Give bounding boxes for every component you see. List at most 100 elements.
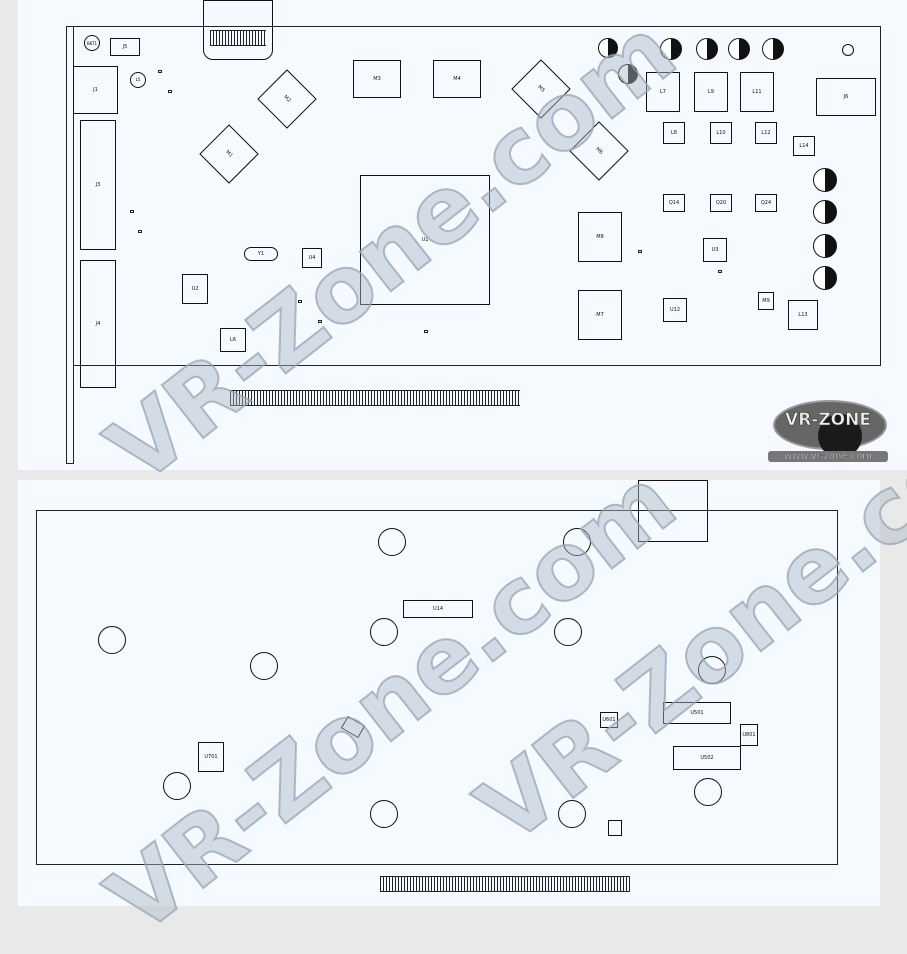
smd-part bbox=[130, 210, 134, 213]
label: Y1 bbox=[257, 251, 265, 257]
mounting-hole bbox=[694, 778, 722, 806]
memory-m3: M3 bbox=[353, 60, 401, 98]
chip-u501: U501 bbox=[663, 702, 731, 724]
label: M1 bbox=[224, 149, 234, 159]
label: J1 bbox=[93, 87, 98, 93]
label: J5 bbox=[122, 44, 128, 50]
label: L8 bbox=[671, 130, 677, 136]
chip-u801: U801 bbox=[740, 724, 758, 746]
mosfet-l10: L10 bbox=[710, 122, 732, 144]
label: J3 bbox=[95, 182, 101, 188]
label: L11 bbox=[752, 89, 762, 95]
smd-part bbox=[138, 230, 142, 233]
label: M4 bbox=[453, 76, 461, 82]
smd-part bbox=[158, 70, 162, 73]
transistor-q20: Q20 bbox=[710, 194, 732, 212]
capacitor bbox=[813, 234, 837, 258]
label: U701 bbox=[204, 754, 218, 760]
label: M5 bbox=[536, 84, 546, 94]
smd-part bbox=[638, 250, 642, 253]
label: L13 bbox=[798, 312, 808, 318]
label: U801 bbox=[742, 732, 756, 738]
pcb-outline-bottom bbox=[36, 510, 838, 865]
logo-name: VR-ZONE bbox=[785, 410, 872, 431]
connector-j4: J4 bbox=[80, 260, 116, 388]
label: J6 bbox=[843, 94, 849, 100]
chip-u601: U601 bbox=[600, 712, 618, 728]
mounting-hole bbox=[558, 800, 586, 828]
smd-part bbox=[298, 300, 302, 303]
inductor-l7: L7 bbox=[646, 72, 680, 112]
smd-part bbox=[718, 270, 722, 273]
mounting-hole bbox=[554, 618, 582, 646]
inductor-l6: L6 bbox=[220, 328, 246, 352]
chip-u2: U2 bbox=[182, 274, 208, 304]
mounting-hole bbox=[563, 528, 591, 556]
label: U601 bbox=[602, 717, 616, 723]
label: M2 bbox=[282, 94, 292, 104]
capacitor bbox=[660, 38, 682, 60]
inductor-l11: L11 bbox=[740, 72, 774, 112]
label: U1 bbox=[421, 237, 429, 243]
capacitor bbox=[813, 168, 837, 192]
mounting-hole bbox=[370, 618, 398, 646]
transistor-q24: Q24 bbox=[755, 194, 777, 212]
chip-u12: U12 bbox=[663, 298, 687, 322]
mounting-hole bbox=[698, 656, 726, 684]
inductor-l5: L5 bbox=[130, 72, 146, 88]
label: Q20 bbox=[715, 200, 727, 206]
capacitor bbox=[813, 266, 837, 290]
capacitor bbox=[762, 38, 784, 60]
mounting-hole bbox=[163, 772, 191, 800]
mosfet-l12: L12 bbox=[755, 122, 777, 144]
bracket-top bbox=[66, 26, 74, 464]
capacitor bbox=[813, 200, 837, 224]
chip-u14: U14 bbox=[403, 600, 473, 618]
bkt-hole: BKT1 bbox=[84, 35, 100, 51]
capacitor bbox=[696, 38, 718, 60]
label: L12 bbox=[761, 130, 771, 136]
connector-j3: J3 bbox=[80, 120, 116, 250]
mounting-hole bbox=[98, 626, 126, 654]
label: M7 bbox=[596, 312, 604, 318]
pcie-edge-connector-bottom[interactable] bbox=[380, 876, 630, 892]
mounting-hole bbox=[842, 44, 854, 56]
label: M6 bbox=[594, 146, 604, 156]
label: L5 bbox=[135, 77, 141, 82]
label: L10 bbox=[716, 130, 726, 136]
mounting-hole bbox=[250, 652, 278, 680]
memory-m7: M7 bbox=[578, 290, 622, 340]
mounting-hole bbox=[378, 528, 406, 556]
dvi-connector-top bbox=[203, 0, 273, 60]
capacitor bbox=[618, 64, 638, 84]
pcie-edge-connector[interactable] bbox=[230, 390, 520, 406]
mounting-hole bbox=[370, 800, 398, 828]
label: M8 bbox=[596, 234, 604, 240]
label: BKT1 bbox=[86, 41, 98, 46]
logo-pupil bbox=[818, 414, 862, 458]
chip-m9: M9 bbox=[758, 292, 774, 310]
gpu-chip-u1: U1 bbox=[360, 175, 490, 305]
capacitor bbox=[598, 38, 618, 58]
label: J4 bbox=[95, 321, 101, 327]
label: M9 bbox=[762, 298, 770, 304]
label: L6 bbox=[230, 337, 236, 343]
logo-url: www.vr-zone.com bbox=[768, 451, 888, 462]
label: L7 bbox=[660, 89, 666, 95]
chip-u3: U3 bbox=[703, 238, 727, 262]
chip-u502: U502 bbox=[673, 746, 741, 770]
label: U501 bbox=[690, 710, 704, 716]
top-pins bbox=[210, 30, 266, 46]
label: U3 bbox=[711, 247, 719, 253]
inductor-l14: L14 bbox=[793, 136, 815, 156]
top-board-view: J1 J3 J4 J6 J5 BKT1 U1 M1 M2 M3 M4 M5 M6… bbox=[18, 0, 907, 505]
connector-j6: J6 bbox=[816, 78, 876, 116]
label: U14 bbox=[432, 606, 444, 612]
logo-eye bbox=[773, 400, 887, 458]
capacitor bbox=[728, 38, 750, 60]
label: Q14 bbox=[668, 200, 680, 206]
mosfet-l8: L8 bbox=[663, 122, 685, 144]
chip-small bbox=[608, 820, 622, 836]
label: U502 bbox=[700, 755, 714, 761]
chip-u701: U701 bbox=[198, 742, 224, 772]
